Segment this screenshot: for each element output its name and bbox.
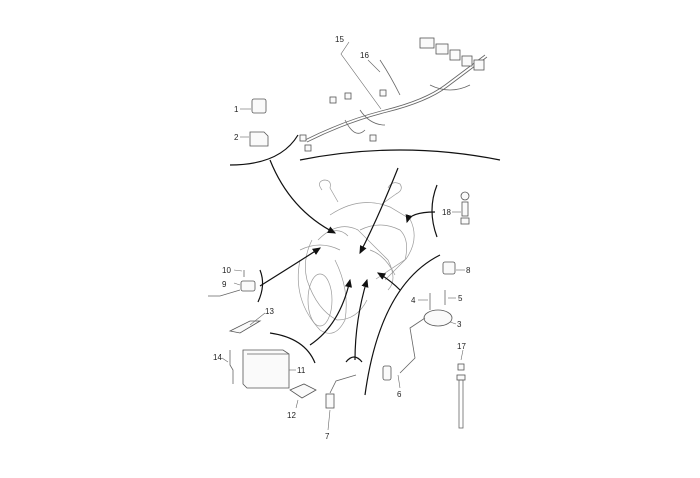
label-part-4: 4 [411,296,416,305]
part-labels: 1 2 3 4 5 6 7 8 9 10 11 12 13 14 15 16 1… [213,35,471,441]
part-1-relay [240,98,267,114]
coil-bracket-arc [364,254,441,396]
label-part-13: 13 [265,307,274,316]
label-part-7: 7 [325,432,330,441]
part-17-cable-tie [456,349,466,429]
label-part-15: 15 [335,35,344,44]
label-part-8: 8 [466,266,471,275]
part18-bracket-arc [431,184,438,238]
label-part-18: 18 [442,208,451,217]
label-part-3: 3 [457,320,462,329]
part-7-sensor [325,374,357,431]
label-part-11: 11 [297,366,306,375]
label-part-14: 14 [213,353,222,362]
harness-bracket-arc [299,149,501,161]
battery-bracket-arc [269,332,316,364]
part-2-holder [240,131,269,147]
part-9-10 [208,269,256,297]
relay-bracket-arc [229,134,299,166]
scooter-illustration [297,179,415,334]
part-18 [452,191,470,225]
part-8 [442,261,465,275]
sensor-bracket-arc [345,356,363,363]
part-3-ignition-coil [382,290,457,389]
label-part-16: 16 [360,51,369,60]
part9-bracket-arc [257,269,264,303]
wiring-harness [299,37,488,152]
label-part-5: 5 [458,294,463,303]
label-part-12: 12 [287,411,296,420]
label-part-1: 1 [234,105,239,114]
label-part-6: 6 [397,390,402,399]
label-part-2: 2 [234,133,239,142]
part-11-battery [242,349,296,389]
part-12 [289,383,317,409]
pointer-arrows [259,159,436,361]
label-part-9: 9 [222,280,227,289]
label-part-10: 10 [222,266,231,275]
part-13-bracket [228,312,266,334]
label-part-17: 17 [457,342,466,351]
part-14 [221,350,234,384]
